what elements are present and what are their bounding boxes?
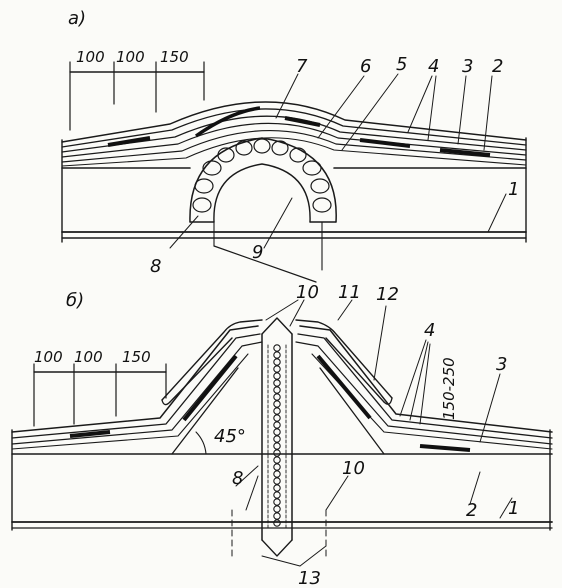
- joint-filler-bead: [273, 470, 281, 478]
- panel-a-callout-9: 9: [252, 242, 263, 263]
- joint-filler-bead: [273, 456, 281, 464]
- panel-b-label: б): [66, 290, 84, 311]
- panel-a-dim-1: 100: [76, 48, 105, 66]
- panel-b-dimension-line: [33, 363, 167, 427]
- joint-filler-bead: [273, 477, 281, 485]
- joint-filler-bead: [273, 407, 281, 415]
- joint-filler-bead: [273, 393, 281, 401]
- panel-b-callout-10-bottom: 10: [342, 458, 365, 479]
- panel-a-callout-1: 1: [508, 179, 519, 200]
- panel-a-callout-4: 4: [428, 56, 439, 77]
- panel-b-slab: [11, 429, 553, 531]
- joint-filler-bead: [273, 386, 281, 394]
- panel-b-height-range: 150-250: [440, 357, 458, 420]
- panel-b-callout-13: 13: [298, 568, 321, 588]
- panel-a-callout-8: 8: [150, 256, 161, 277]
- panel-a-callout-5: 5: [396, 54, 407, 75]
- panel-a-arch-compensator: [189, 137, 337, 223]
- joint-filler-bead: [273, 351, 281, 359]
- panel-b-callout-2: 2: [466, 500, 477, 521]
- panel-b-callout-10-top: 10: [296, 282, 319, 303]
- joint-filler-bead: [273, 344, 281, 352]
- panel-a-dim-2: 100: [116, 48, 145, 66]
- joint-filler-bead: [273, 491, 281, 499]
- panel-b: б) 100 100 150: [11, 282, 553, 588]
- joint-filler-bead: [273, 379, 281, 387]
- joint-filler-bead: [273, 484, 281, 492]
- joint-filler-bead: [273, 505, 281, 513]
- panel-b-callout-12: 12: [376, 284, 399, 305]
- joint-filler-bead: [273, 428, 281, 436]
- panel-b-expansion-joint: [261, 317, 293, 557]
- panel-a-callout-6: 6: [360, 56, 371, 77]
- panel-b-callout-8: 8: [232, 468, 243, 489]
- joint-filler-bead: [273, 463, 281, 471]
- panel-a-roofing-layers: [61, 101, 527, 167]
- panel-a-dimension-line: [69, 61, 205, 131]
- panel-a-callout-2: 2: [492, 56, 503, 77]
- joint-filler-bead: [273, 358, 281, 366]
- panel-b-roofing-layers: [11, 325, 553, 455]
- joint-filler-bead: [273, 442, 281, 450]
- joint-filler-bead: [273, 372, 281, 380]
- joint-filler-bead: [273, 449, 281, 457]
- panel-b-dim-1: 100: [34, 348, 63, 366]
- panel-b-angle-label: 45°: [214, 426, 246, 447]
- panel-a-gap-bracket: [169, 73, 507, 283]
- panel-b-callout-4: 4: [424, 320, 435, 341]
- panel-b-callout-3: 3: [496, 354, 507, 375]
- panel-b-leaders: [231, 299, 513, 567]
- joint-filler-bead: [273, 400, 281, 408]
- panel-b-dim-3: 150: [122, 348, 151, 366]
- joint-filler-bead: [273, 421, 281, 429]
- panel-b-dim-2: 100: [74, 348, 103, 366]
- panel-a-dim-3: 150: [160, 48, 189, 66]
- joint-filler-bead: [273, 365, 281, 373]
- joint-filler-bead: [273, 414, 281, 422]
- panel-b-angle-mark: [195, 431, 207, 455]
- panel-b-cover-sheets: [161, 319, 393, 406]
- joint-filler-bead: [273, 512, 281, 520]
- panel-a-callout-7: 7: [296, 56, 308, 77]
- panel-a-label: а): [68, 8, 86, 29]
- panel-b-callout-11: 11: [338, 282, 361, 303]
- joint-filler-bead: [273, 519, 281, 527]
- panel-a: а) 100 100 150: [61, 8, 527, 283]
- joint-filler-bead: [273, 435, 281, 443]
- panel-a-callout-3: 3: [462, 56, 473, 77]
- panel-b-callout-1: 1: [508, 498, 519, 519]
- joint-filler-bead: [273, 498, 281, 506]
